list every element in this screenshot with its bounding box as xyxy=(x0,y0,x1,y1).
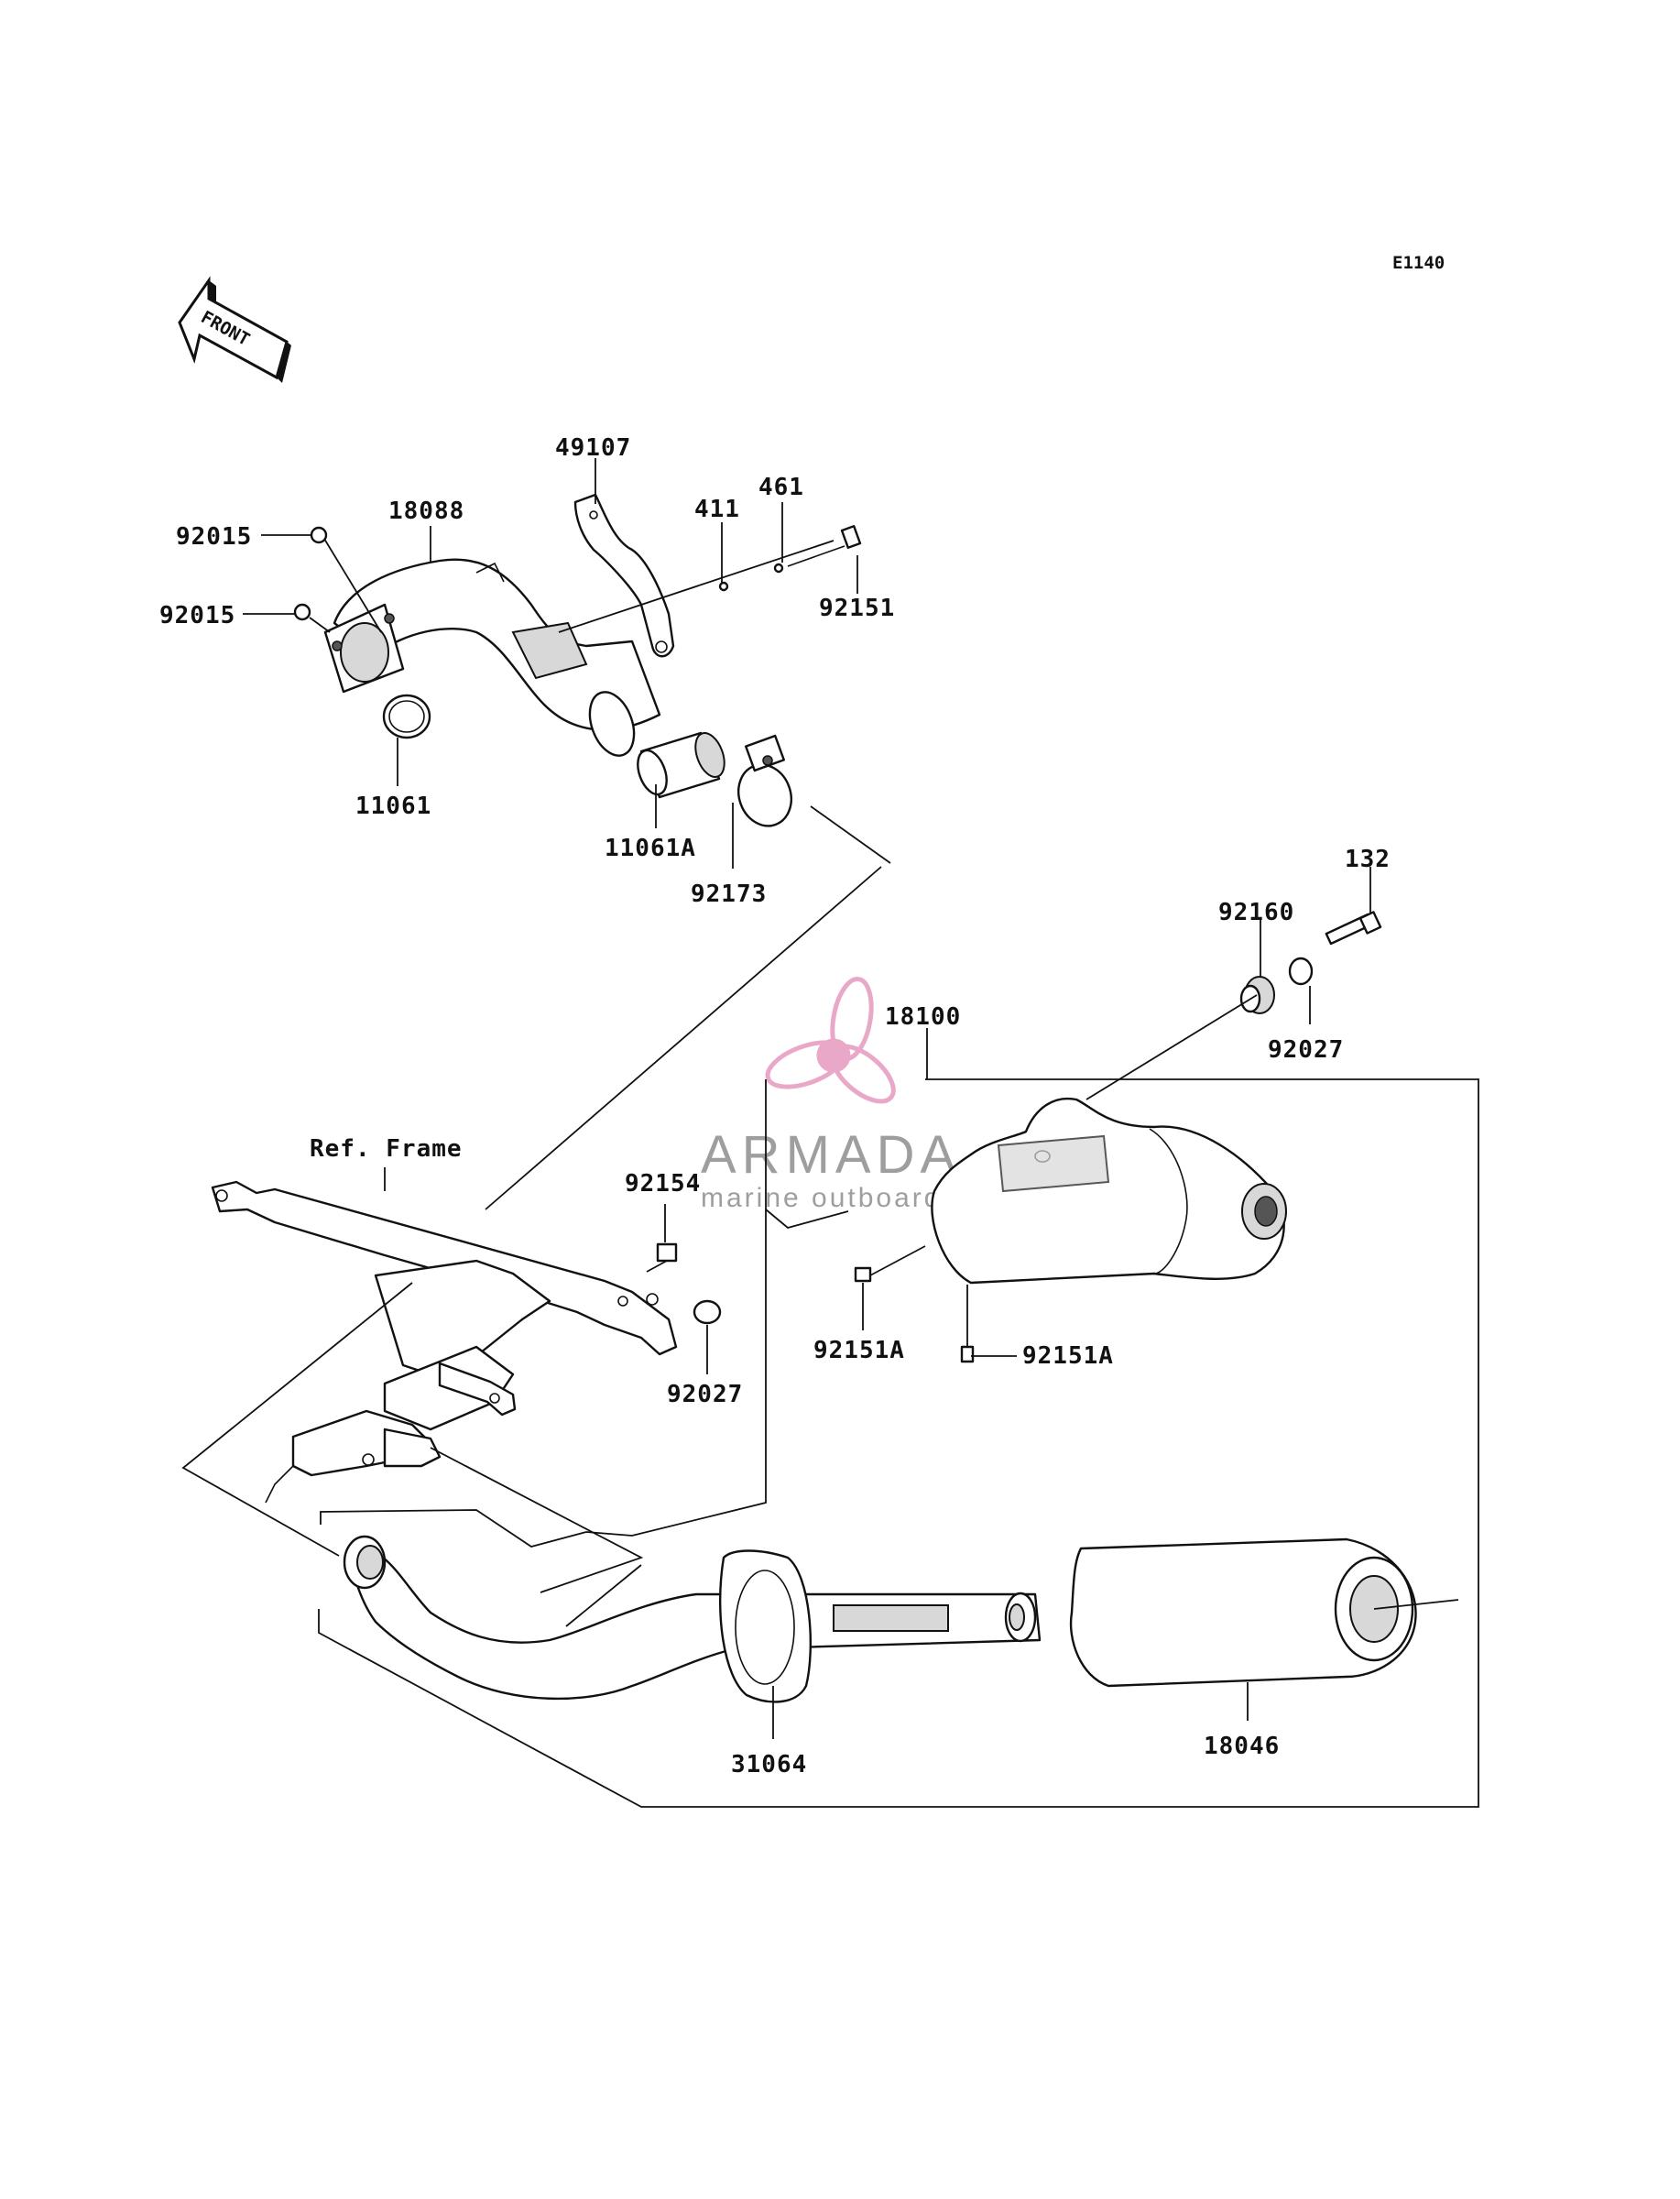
label-92015-upper: 92015 xyxy=(176,523,252,551)
label-92154: 92154 xyxy=(625,1170,701,1198)
label-411: 411 xyxy=(694,496,740,523)
heat-guard-49107 xyxy=(573,493,675,658)
bolt-92151A-left xyxy=(854,1245,926,1283)
clamp-92173 xyxy=(737,734,792,827)
label-92151A-right: 92151A xyxy=(1022,1342,1114,1370)
grommet-92160 xyxy=(1239,976,1275,1014)
silencer-pipe-31064 xyxy=(343,1535,1042,1703)
label-49107: 49107 xyxy=(555,434,631,462)
label-92160: 92160 xyxy=(1218,899,1294,926)
collar-92027-upper xyxy=(1288,957,1314,986)
label-92027-upper: 92027 xyxy=(1268,1036,1344,1064)
collar-411 xyxy=(718,581,729,592)
watermark-brand: ARMADA xyxy=(701,1125,961,1185)
label-18088: 18088 xyxy=(388,498,464,525)
bolt-132 xyxy=(1325,911,1382,946)
label-92173: 92173 xyxy=(691,881,767,908)
label-11061A: 11061A xyxy=(605,835,696,862)
nut-92015-upper xyxy=(310,526,328,544)
watermark-tagline: marine outboards xyxy=(701,1183,958,1213)
diagram-code: E1140 xyxy=(1392,253,1445,273)
bolt-92154 xyxy=(646,1242,678,1273)
collar-92027-lower xyxy=(693,1299,722,1325)
label-92027-lower: 92027 xyxy=(667,1381,743,1408)
label-461: 461 xyxy=(758,474,804,501)
label-18046: 18046 xyxy=(1204,1733,1280,1760)
label-92015-lower: 92015 xyxy=(159,602,235,629)
header-pipe-18088 xyxy=(323,558,661,757)
label-31064: 31064 xyxy=(731,1751,807,1778)
muffler-18100 xyxy=(931,1097,1287,1285)
armada-watermark: ARMADA marine outboards xyxy=(701,977,961,1213)
leader-lines xyxy=(243,458,1459,1739)
nut-92015-lower xyxy=(293,603,311,621)
outer-shell-18046 xyxy=(1069,1537,1417,1688)
label-ref-frame: Ref. Frame xyxy=(310,1135,463,1163)
gasket-11061A xyxy=(637,731,725,799)
bolt-92151 xyxy=(787,525,862,567)
bolt-axis-line xyxy=(558,540,835,633)
label-92151A-left: 92151A xyxy=(813,1337,905,1364)
label-11061: 11061 xyxy=(355,793,431,820)
ref-frame xyxy=(211,1180,678,1504)
front-arrow-icon: FRONT xyxy=(178,276,291,383)
label-92151: 92151 xyxy=(819,595,895,622)
label-18100: 18100 xyxy=(885,1003,961,1031)
assembly-outline-lines xyxy=(181,805,1479,1808)
propeller-logo-icon xyxy=(765,977,896,1104)
gasket-11061 xyxy=(382,694,431,739)
label-132: 132 xyxy=(1345,846,1391,873)
collar-461 xyxy=(773,563,784,574)
bolt-92151A-right xyxy=(960,1345,975,1363)
